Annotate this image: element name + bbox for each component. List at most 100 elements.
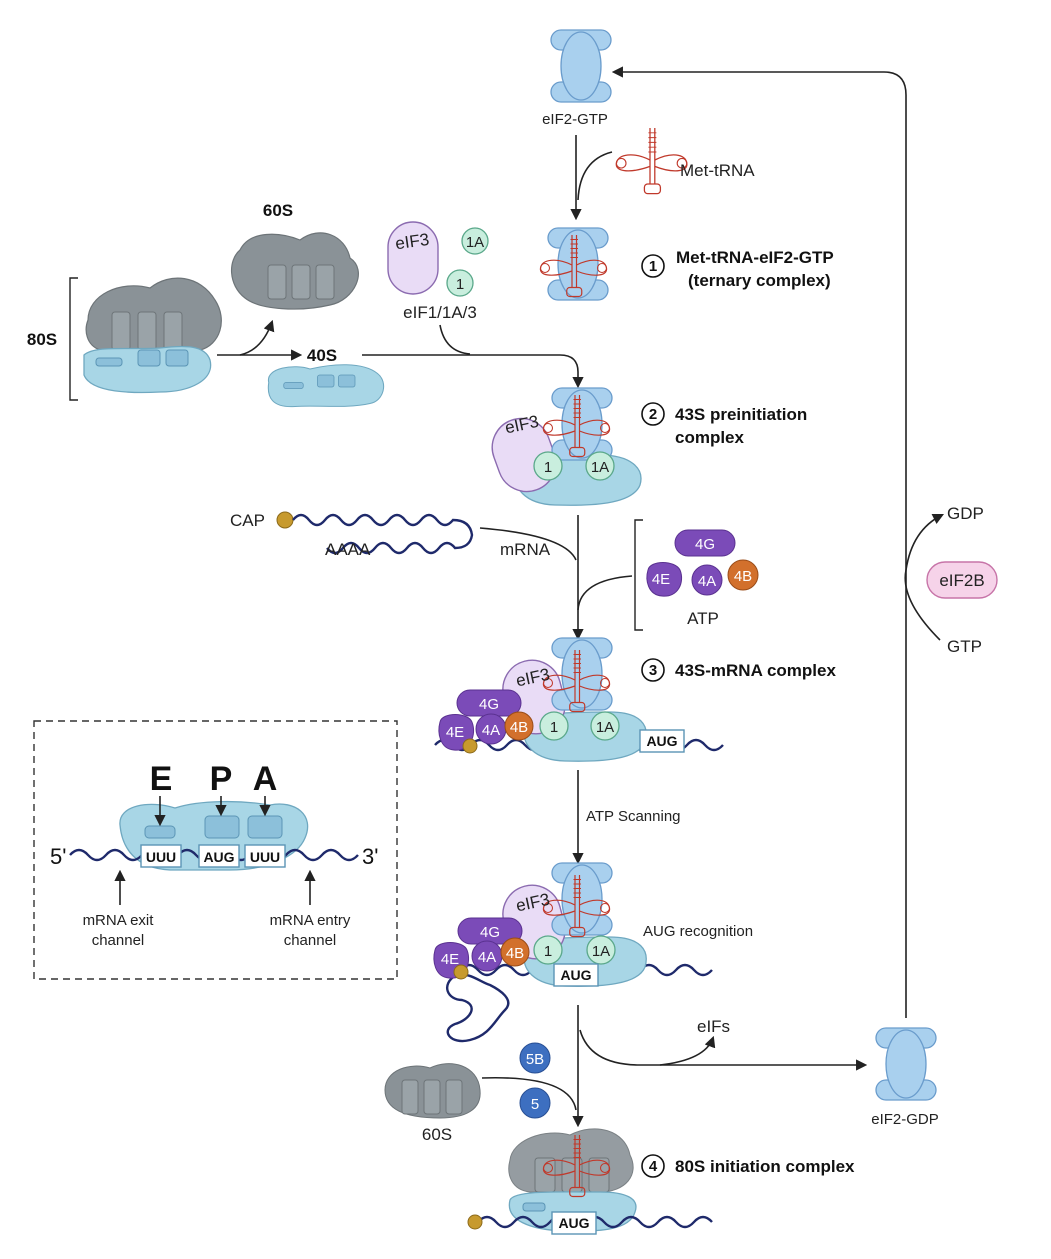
eif1-factor xyxy=(446,269,474,297)
step3-eif4a-label: 4A xyxy=(482,722,500,739)
step-1-subtitle: (ternary complex) xyxy=(688,271,831,290)
eif2b-label: eIF2B xyxy=(939,571,984,590)
eif1a-factor xyxy=(461,227,489,255)
step-2-number: 2 xyxy=(649,406,657,423)
step-3-marker xyxy=(641,658,665,682)
step-4-number: 4 xyxy=(649,1158,658,1175)
eif4b-factor xyxy=(727,559,759,591)
codon-a: UUU xyxy=(250,849,280,865)
recog-eif1a-label: 1A xyxy=(592,943,610,960)
s80-bracket xyxy=(69,277,78,401)
eif5b-factor xyxy=(519,1042,551,1074)
gtp-label: GTP xyxy=(947,637,982,656)
recog-eif4b-label: 4B xyxy=(506,945,524,962)
arrow-eifs-join xyxy=(439,324,471,355)
eif4b-label: 4B xyxy=(734,568,752,585)
s40-subunit xyxy=(267,364,385,408)
complex-43s-mrna xyxy=(434,637,724,762)
s60-top-label: 60S xyxy=(263,201,293,220)
eif4-bracket xyxy=(634,519,643,631)
cap-label: CAP xyxy=(230,511,265,530)
arrow-to-60s xyxy=(239,319,275,356)
recog-eif4a-label: 4A xyxy=(478,949,496,966)
eif1a-label: 1A xyxy=(466,234,484,251)
step3-eif1-label: 1 xyxy=(550,719,558,736)
eif2-gtp-label: eIF2-GTP xyxy=(542,111,608,128)
arrow-40s-to-43s xyxy=(362,354,584,389)
s80-ribosome xyxy=(83,277,222,394)
step-4-marker xyxy=(641,1154,665,1178)
complex43s-eif1-label: 1 xyxy=(544,459,552,476)
eif1-label: 1 xyxy=(456,276,464,293)
three-prime-label: 3' xyxy=(362,844,378,869)
eif2-gdp-label: eIF2-GDP xyxy=(871,1111,939,1128)
complex-aug-recognition xyxy=(433,862,713,1043)
complex-80s-initiation xyxy=(467,1128,713,1235)
eif1-1a-3-label: eIF1/1A/3 xyxy=(403,303,477,322)
step-1-number: 1 xyxy=(649,258,657,275)
step3-eif4e-label: 4E xyxy=(446,724,464,741)
mrna-label: mRNA xyxy=(500,540,551,559)
entry-channel-label: mRNA entry xyxy=(270,912,351,929)
free-mrna xyxy=(292,513,474,555)
arrow-eif4-join xyxy=(577,575,633,611)
met-trna-label: Met-tRNA xyxy=(680,161,755,180)
arrow-to-eif2-gdp xyxy=(579,1029,868,1071)
recog-eif4g-label: 4G xyxy=(480,924,500,941)
eif5b-label: 5B xyxy=(526,1051,544,1068)
step-1-title: Met-tRNA-eIF2-GTP xyxy=(676,248,834,267)
step-4-title: 80S initiation complex xyxy=(675,1157,855,1176)
eif2b-factor xyxy=(926,561,998,599)
arrow-trna-join xyxy=(577,151,613,201)
arrow-mrna-join xyxy=(479,527,577,561)
site-p-label: P xyxy=(210,760,233,798)
eif4e-label: 4E xyxy=(652,571,670,588)
sites-inset-box xyxy=(33,720,398,980)
s40-label: 40S xyxy=(307,346,337,365)
site-e-label: E xyxy=(150,760,173,798)
eif3-factor xyxy=(387,221,439,295)
inset-ribosome xyxy=(69,800,359,871)
met-trna-icon xyxy=(615,127,688,195)
eif4e-factor xyxy=(646,562,683,597)
eif2-gtp-top xyxy=(550,29,612,103)
aug-recognition-label: AUG recognition xyxy=(643,923,753,940)
step-2-subtitle: complex xyxy=(675,428,745,447)
entry-channel-label-2: channel xyxy=(284,932,337,949)
s80-aug-codon: AUG xyxy=(558,1215,589,1231)
complex-43s xyxy=(491,387,642,506)
s80-label: 80S xyxy=(27,330,57,349)
step3-aug-codon: AUG xyxy=(646,733,677,749)
step3-eif1a-label: 1A xyxy=(596,719,614,736)
complex43s-eif1a-label: 1A xyxy=(591,459,609,476)
eif5-label: 5 xyxy=(531,1096,539,1113)
polya-label: AAAA xyxy=(325,540,371,559)
exit-channel-label-2: channel xyxy=(92,932,145,949)
eif4a-label: 4A xyxy=(698,573,716,590)
recog-eif4e-label: 4E xyxy=(441,951,459,968)
step3-eif4b-label: 4B xyxy=(510,719,528,736)
step-3-number: 3 xyxy=(649,662,657,679)
eif3-label: eIF3 xyxy=(394,230,430,254)
step3-eif4g-label: 4G xyxy=(479,696,499,713)
five-prime-label: 5' xyxy=(50,844,66,869)
eif4g-label: 4G xyxy=(695,536,715,553)
s60-bottom-subunit xyxy=(384,1063,481,1119)
eif4a-factor xyxy=(691,564,723,596)
step-2-title: 43S preinitiation xyxy=(675,405,807,424)
recycle-arrow xyxy=(611,66,907,1018)
atp-label: ATP xyxy=(687,609,719,628)
eif4g-factor xyxy=(674,529,736,557)
arrow-eifs-release xyxy=(659,1035,716,1066)
exit-channel-label: mRNA exit xyxy=(83,912,155,929)
codon-e: UUU xyxy=(146,849,176,865)
eif5-factor xyxy=(519,1087,551,1119)
atp-scanning-label: ATP Scanning xyxy=(586,808,681,825)
step-1-marker xyxy=(641,254,665,278)
s60-bottom-label: 60S xyxy=(422,1125,452,1144)
recog-eif1-label: 1 xyxy=(544,943,552,960)
codon-p: AUG xyxy=(203,849,234,865)
step-3-title: 43S-mRNA complex xyxy=(675,661,836,680)
arrow-60s-join xyxy=(481,1076,577,1111)
